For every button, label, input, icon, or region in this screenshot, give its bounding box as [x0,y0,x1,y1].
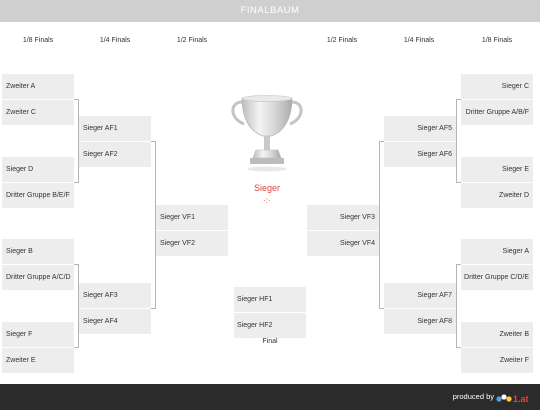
brand-logo[interactable]: 1.at [495,392,535,404]
round-header-right-r16: 1/8 Finals [481,37,513,44]
match-slot-left-r16-2[interactable]: Zweiter C [2,100,74,125]
match-slot-left-sf-1[interactable]: Sieger VF1 [156,205,228,230]
produced-by-label: produced by [452,392,494,401]
match-slot-left-r16-6[interactable]: Dritter Gruppe A/C/D [2,265,74,290]
page-title: FINALBAUM [0,0,540,22]
champion-label: Sieger [253,183,280,193]
match-slot-right-r16-3[interactable]: Sieger E [461,157,533,182]
match-slot-left-r16-3[interactable]: Sieger D [2,157,74,182]
match-slot-right-qf-3[interactable]: Sieger AF7 [384,283,456,308]
match-slot-right-r16-2[interactable]: Dritter Gruppe A/B/F [461,100,533,125]
match-slot-left-r16-4[interactable]: Dritter Gruppe B/E/F [2,183,74,208]
match-slot-left-r16-8[interactable]: Zweiter E [2,348,74,373]
match-slot-left-r16-5[interactable]: Sieger B [2,239,74,264]
match-slot-left-qf-4[interactable]: Sieger AF4 [79,309,151,334]
match-slot-final-1[interactable]: Sieger HF1 [234,287,306,312]
match-slot-left-r16-1[interactable]: Zweiter A [2,74,74,99]
footer-bar: produced by 1.at [0,384,540,410]
match-slot-left-qf-3[interactable]: Sieger AF3 [79,283,151,308]
match-slot-right-qf-2[interactable]: Sieger AF6 [384,142,456,167]
match-slot-right-qf-1[interactable]: Sieger AF5 [384,116,456,141]
match-slot-right-r16-7[interactable]: Zweiter B [461,322,533,347]
trophy-icon [231,95,303,172]
brand-logo-text: 1.at [513,394,529,404]
match-slot-final-2[interactable]: Sieger HF2 [234,313,306,338]
round-header-left-sf: 1/2 Finals [176,37,208,44]
round-header-right-qf: 1/4 Finals [403,37,435,44]
round-header-left-qf: 1/4 Finals [99,37,131,44]
champion-placeholder: ·:· [263,196,271,205]
match-slot-right-r16-4[interactable]: Zweiter D [461,183,533,208]
match-slot-right-qf-4[interactable]: Sieger AF8 [384,309,456,334]
final-caption: Final [262,338,278,345]
match-slot-left-r16-7[interactable]: Sieger F [2,322,74,347]
match-slot-left-sf-2[interactable]: Sieger VF2 [156,231,228,256]
match-slot-right-r16-6[interactable]: Dritter Gruppe C/D/E [461,265,533,290]
round-header-right-sf: 1/2 Finals [326,37,358,44]
match-slot-right-sf-2[interactable]: Sieger VF4 [307,231,379,256]
match-slot-right-sf-1[interactable]: Sieger VF3 [307,205,379,230]
match-slot-right-r16-5[interactable]: Sieger A [461,239,533,264]
match-slot-right-r16-1[interactable]: Sieger C [461,74,533,99]
match-slot-right-r16-8[interactable]: Zweiter F [461,348,533,373]
match-slot-left-qf-1[interactable]: Sieger AF1 [79,116,151,141]
match-slot-left-qf-2[interactable]: Sieger AF2 [79,142,151,167]
round-header-left-r16: 1/8 Finals [22,37,54,44]
